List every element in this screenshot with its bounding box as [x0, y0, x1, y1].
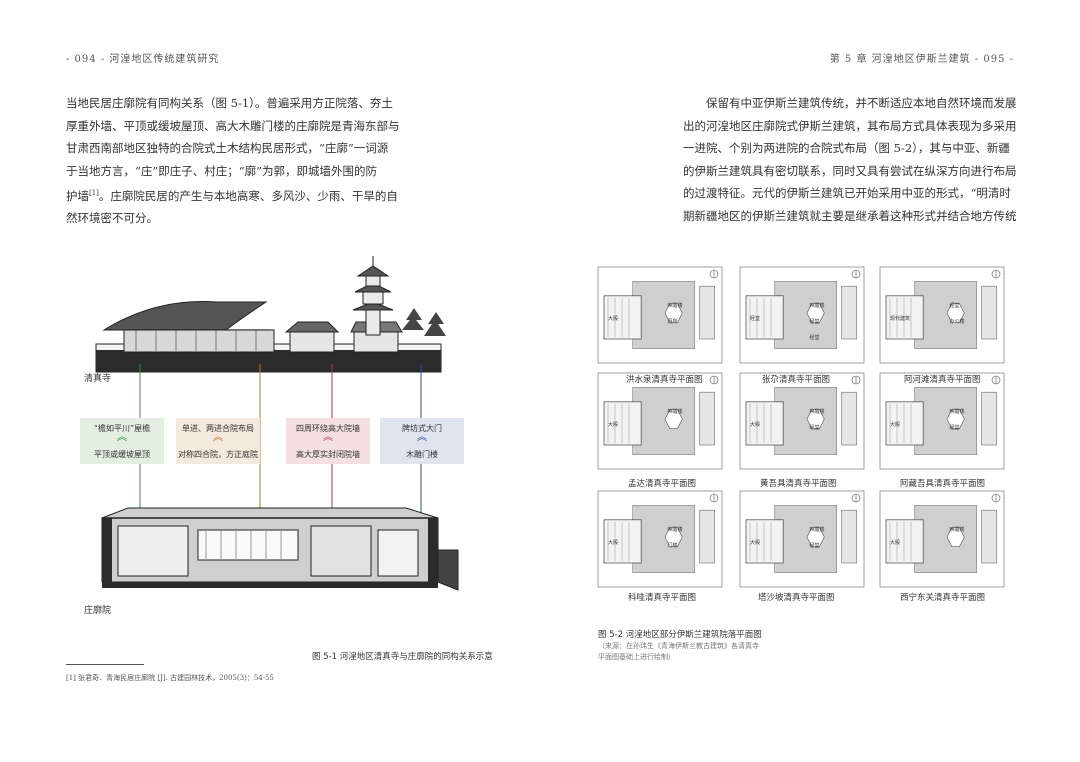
room-label: 经堂 — [809, 542, 819, 549]
room-label: 大殿 — [750, 421, 760, 428]
figure-5-1-caption: 图 5-1 河湟地区清真寺与庄廓院的同构关系示意 — [312, 652, 493, 662]
text-line: 护墙[1]。庄廓院民居的产生与本地高寒、多风沙、少雨、干旱的自 — [66, 182, 406, 207]
figure-5-2: 大殿唤醒楼厕所经堂唤醒楼经堂经堂现代建筑经堂办公楼大殿唤醒楼大殿唤醒楼经堂大殿唤… — [590, 255, 1020, 615]
plan-label: 洪水泉清真寺平面图 — [626, 375, 703, 385]
room-label: 现代建筑 — [890, 315, 910, 322]
room-label: 唤醒楼 — [667, 526, 682, 533]
room-label: 大殿 — [890, 421, 900, 428]
chevron-up-icon: ︽ — [323, 432, 333, 443]
figure-5-2-plans: 大殿唤醒楼厕所经堂唤醒楼经堂经堂现代建筑经堂办公楼大殿唤醒楼大殿唤醒楼经堂大殿唤… — [597, 266, 1005, 588]
room-label: 唤醒楼 — [809, 408, 824, 415]
plan-label: 孟达清真寺平面图 — [628, 479, 697, 489]
text-line: 于当地方言，“庄”即庄子、村庄；“廓”为郭，即城墙外围的防 — [66, 163, 378, 178]
figure-5-2-source-line: （来源：在孙玮生《青海伊斯兰教古建筑》各清真寺 — [598, 642, 759, 650]
text-line: 期新疆地区的伊斯兰建筑就主要是继承着这种形式并结合地方传统 — [683, 208, 1017, 223]
feature-house-roof: 平顶或缓坡屋顶 — [94, 450, 150, 459]
courtyard-house-section — [101, 507, 459, 591]
room-label: 大殿 — [608, 539, 618, 546]
feature-box-layout: 单进、两进合院布局 ︽ 对称四合院，方正庭院 — [176, 418, 260, 464]
feature-house-layout: 对称四合院，方正庭院 — [178, 450, 258, 459]
text-line: 的过渡特征。元代的伊斯兰建筑已开始采用中亚的形式，“明清时 — [683, 186, 1011, 200]
plan-label: 塔沙坡清真寺平面图 — [758, 593, 835, 603]
plan-label: 张尕清真寺平面图 — [762, 375, 831, 385]
running-header-left: - 094 - 河湟地区传统建筑研究 — [66, 54, 220, 65]
figure-5-2-source-line: 平面图基础上进行绘制） — [598, 653, 675, 661]
plan-label: 黄吾具清真寺平面图 — [760, 479, 837, 489]
footnote: [1] 张君奇．青海民居庄廓院 [J]. 古建园林技术，2005(3)：54-5… — [66, 674, 274, 682]
feature-mosque-layout: 单进、两进合院布局 — [182, 424, 254, 433]
plan-label: 西宁东关清真寺平面图 — [900, 593, 986, 603]
plan-label: 科哇清真寺平面图 — [628, 593, 697, 603]
chevron-up-icon: ︽ — [213, 432, 223, 443]
figure-5-1-illustration: 清真寺 庄廓院 — [84, 256, 459, 616]
room-label: 唤醒楼 — [949, 526, 964, 533]
text-line: 厚重外墙、平顶或缓坡屋顶、高大木雕门楼的庄廓院是青海东部与 — [66, 118, 400, 133]
floor-plan: 大殿 唤醒楼 — [597, 372, 723, 470]
room-label: 大殿 — [608, 315, 618, 322]
room-label: 经堂 — [809, 318, 819, 325]
room-label: 经堂 — [949, 302, 959, 309]
text-line: 的伊斯兰建筑具有密切联系，同时又具有尝试在纵深方向进行布局 — [683, 163, 1017, 178]
room-label: 经堂 — [750, 315, 760, 322]
feature-mosque-gate: 牌坊式大门 — [402, 424, 442, 433]
feature-box-wall: 四周环绕高大院墙 ︽ 高大厚实封闭院墙 — [286, 418, 370, 464]
feature-house-gate: 木雕门楼 — [406, 450, 438, 459]
room-label: 唤醒楼 — [949, 408, 964, 415]
feature-box-roof: “檐如平川”屋檐 ︽ 平顶或缓坡屋顶 — [80, 418, 164, 464]
plan-label: 阿河滩清真寺平面图 — [904, 375, 981, 385]
plan-label: 阿藏吾具清真寺平面图 — [900, 479, 986, 489]
footnote-rule — [66, 664, 144, 665]
text-line: 然环境密不可分。 — [66, 211, 158, 226]
right-paragraph: 保留有中亚伊斯兰建筑传统，并不断适应本地自然环境而发展 出的河湟地区庄廓院式伊斯… — [683, 92, 1023, 227]
room-label: 大殿 — [750, 539, 760, 546]
figure-5-1: 清真寺 庄廓院 “檐如平川”屋檐 ︽ 平顶 — [66, 250, 486, 630]
room-label: 门楼 — [667, 542, 677, 549]
running-header-right: 第 5 章 河湟地区伊斯兰建筑 - 095 - — [829, 54, 1014, 65]
room-label: 唤醒楼 — [809, 526, 824, 533]
feature-house-wall: 高大厚实封闭院墙 — [296, 450, 360, 459]
room-label: 办公楼 — [949, 318, 964, 325]
figure-5-2-caption: 图 5-2 河湟地区部分伊斯兰建筑院落平面图 — [598, 630, 762, 640]
feature-mosque-wall: 四周环绕高大院墙 — [296, 424, 360, 433]
mosque-elevation — [95, 256, 446, 373]
room-label: 唤醒楼 — [809, 302, 824, 309]
text-line: 保留有中亚伊斯兰建筑传统，并不断适应本地自然环境而发展 — [706, 96, 1017, 110]
room-label: 唤醒楼 — [667, 302, 682, 309]
room-label: 唤醒楼 — [667, 408, 682, 415]
room-label: 经堂 — [809, 424, 819, 431]
feature-mosque-roof: “檐如平川”屋檐 — [93, 424, 151, 433]
label-courtyard-house: 庄廓院 — [84, 604, 111, 616]
chevron-up-icon: ︽ — [417, 432, 427, 443]
room-label: 经堂 — [809, 334, 819, 341]
room-label: 厕所 — [667, 318, 677, 325]
room-label: 大殿 — [608, 421, 618, 428]
feature-box-gate: 牌坊式大门 ︽ 木雕门楼 — [380, 418, 464, 464]
label-mosque: 清真寺 — [84, 372, 111, 384]
text-line: 出的河湟地区庄廓院式伊斯兰建筑，其布局方式具体表现为多采用 — [683, 118, 1017, 133]
text-line: 甘肃西南部地区独特的合院式土木结构民居形式，“庄廓”一词源 — [66, 141, 389, 155]
text-line: 当地民居庄廓院有同构关系（图 5-1）。普遍采用方正院落、夯土 — [66, 96, 393, 110]
room-label: 大殿 — [890, 539, 900, 546]
text-fragment: 。庄廓院民居的产生与本地高寒、多风沙、少雨、干旱的自 — [98, 188, 398, 203]
room-label: 经堂 — [949, 424, 959, 431]
chevron-up-icon: ︽ — [117, 432, 127, 443]
text-fragment: 护墙 — [66, 188, 89, 203]
text-line: 一进院、个别为两进院的合院式布局（图 5-2），其与中亚、新疆 — [683, 141, 1010, 155]
left-paragraph: 当地民居庄廓院有同构关系（图 5-1）。普遍采用方正院落、夯土 厚重外墙、平顶或… — [66, 92, 406, 230]
footnote-ref[interactable]: [1] — [89, 189, 99, 197]
floor-plan: 大殿 唤醒楼 — [879, 490, 1005, 588]
